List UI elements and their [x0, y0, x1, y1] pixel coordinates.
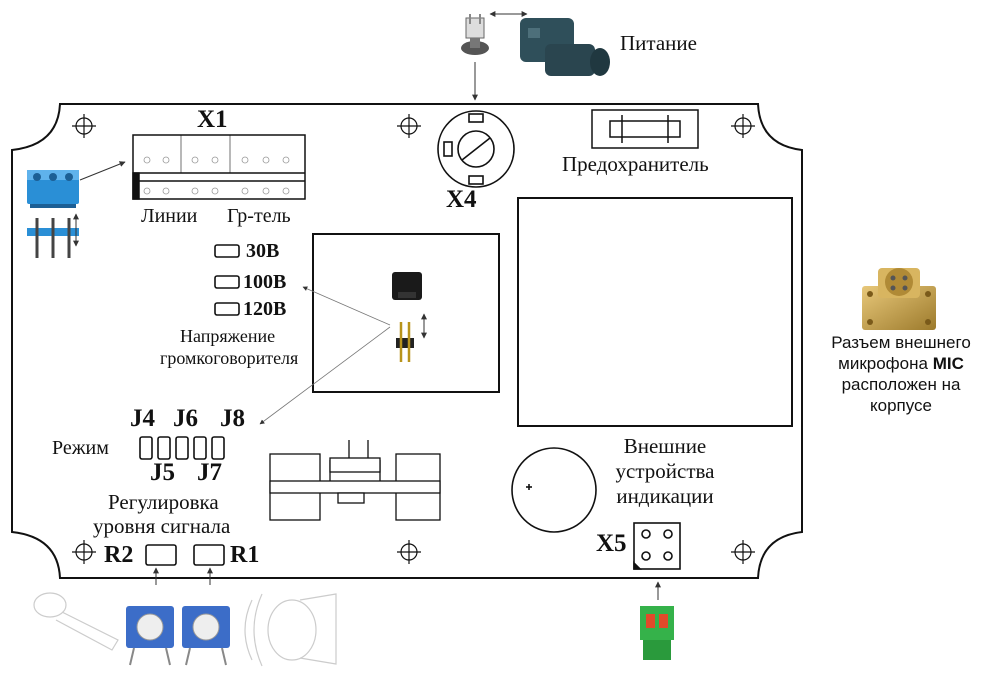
indication-line2: устройства — [615, 459, 715, 483]
fuse-holder — [591, 109, 699, 149]
indication-caption: Внешние устройства индикации — [590, 434, 740, 509]
mode-label: Режим — [52, 437, 109, 459]
power-label: Питание — [620, 31, 697, 55]
level-caption-1: Регулировка — [108, 490, 219, 514]
crosshair-icon — [731, 114, 755, 138]
crosshair-icon — [72, 114, 96, 138]
fuse-label: Предохранитель — [562, 152, 709, 176]
x5-label: X5 — [596, 530, 627, 557]
relay-component — [269, 440, 441, 521]
jumper-j5: J5 — [150, 459, 175, 486]
mic-caption-line2-pre: микрофона — [838, 354, 933, 373]
x1-terminal-block — [132, 134, 306, 200]
mic-connector-picture — [862, 268, 936, 330]
speaker-icon — [244, 593, 337, 667]
mode-jumpers — [139, 436, 225, 460]
indication-circle — [511, 447, 597, 533]
mic-caption-line2-bold: MIC — [932, 354, 964, 373]
jumper-cap-picture — [392, 272, 422, 300]
voltage-30: 30В — [246, 240, 280, 262]
indication-line3: индикации — [616, 484, 714, 508]
potentiometer-pictures — [126, 606, 230, 666]
voltage-120: 120В — [243, 298, 287, 320]
voltage-100: 100В — [243, 271, 287, 293]
jumper-j6: J6 — [173, 405, 198, 432]
x1-lines-label: Линии — [141, 205, 198, 227]
green-terminal-picture — [640, 606, 674, 660]
mic-caption-line4: корпусе — [869, 396, 932, 415]
x1-label: X1 — [197, 106, 228, 133]
x4-power-socket — [437, 110, 515, 188]
pin-header-picture — [396, 322, 414, 362]
level-caption-2: уровня сигнала — [93, 514, 231, 538]
mic-caption-line3: расположен на — [841, 375, 961, 394]
jumper-j8: J8 — [220, 405, 245, 432]
crosshair-icon — [731, 540, 755, 564]
mounting-holes — [72, 114, 755, 564]
mic-caption-line1: Разъем внешнего — [831, 333, 971, 352]
x1-amp-label: Гр-тель — [227, 205, 291, 227]
microphone-icon — [33, 592, 119, 651]
voltage-caption-2: громкоговорителя — [160, 348, 299, 368]
mic-caption-line2: микрофона MIC — [826, 353, 976, 374]
crosshair-icon — [397, 114, 421, 138]
pot-r1-label: R1 — [230, 542, 260, 568]
voltage-jumper-area — [312, 233, 500, 393]
crosshair-icon — [72, 540, 96, 564]
voltage-caption-1: Напряжение — [180, 326, 276, 346]
power-plug-picture — [461, 14, 489, 55]
indication-line1: Внешние — [623, 434, 707, 458]
potentiometer-slots — [145, 544, 225, 566]
x4-label: X4 — [446, 186, 477, 213]
mic-caption: Разъем внешнего микрофона MIC расположен… — [826, 332, 976, 416]
power-connector-picture — [520, 18, 610, 76]
jumper-j4: J4 — [130, 405, 155, 432]
voltage-jumper-slots — [214, 244, 240, 316]
module-area — [517, 197, 793, 427]
crosshair-icon — [397, 540, 421, 564]
jumper-j7: J7 — [197, 459, 222, 486]
blue-terminal-picture — [27, 170, 79, 258]
pot-r2-label: R2 — [104, 542, 134, 568]
x5-connector — [633, 522, 681, 570]
